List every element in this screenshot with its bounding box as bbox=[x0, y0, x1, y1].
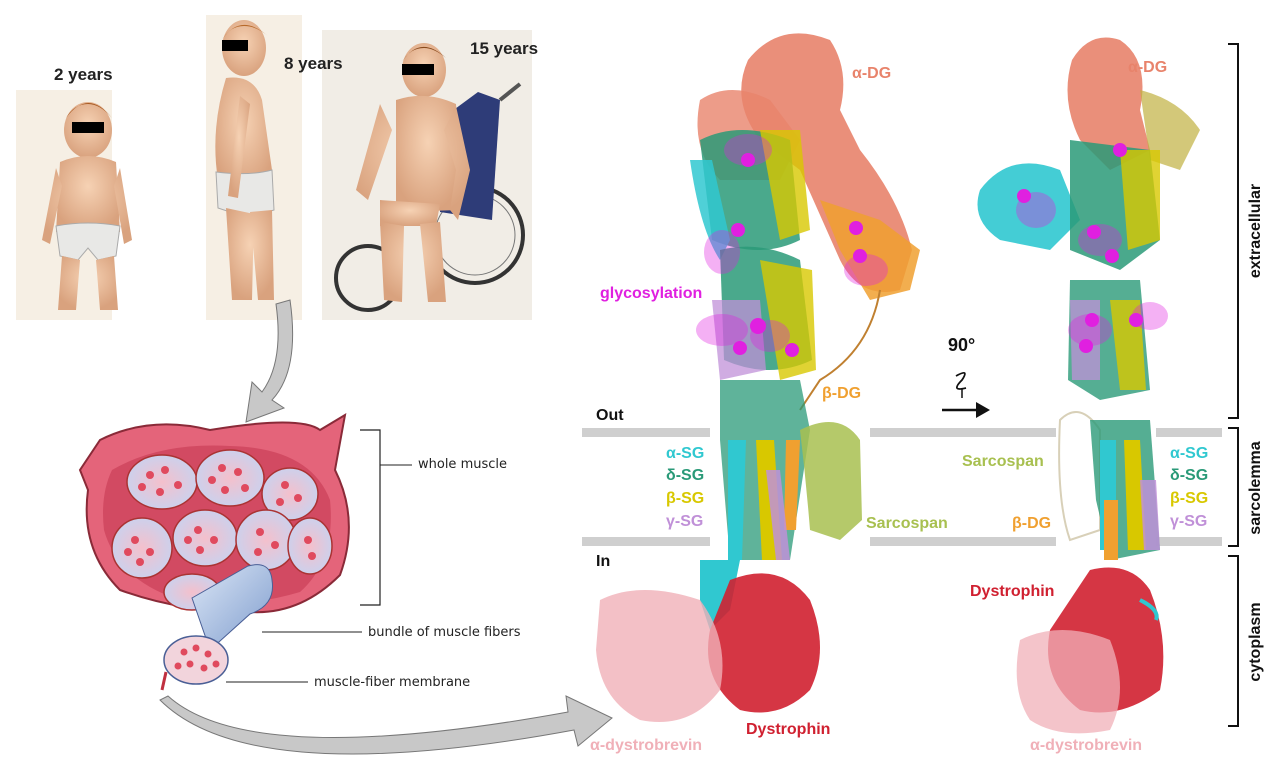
rotation-arrow-icon bbox=[942, 371, 990, 418]
age-15-label: 15 years bbox=[470, 39, 539, 58]
children-illustration bbox=[16, 15, 532, 320]
right-alpha-dg-label: α-DG bbox=[1128, 59, 1168, 76]
beta-dg-label: β-DG bbox=[822, 385, 862, 402]
right-gamma-sg-label: γ-SG bbox=[1170, 513, 1208, 530]
membrane-bars bbox=[582, 428, 1222, 546]
dystrophin-label: Dystrophin bbox=[746, 721, 831, 738]
right-delta-sg-label: δ-SG bbox=[1170, 467, 1209, 484]
rotation-angle-label: 90° bbox=[948, 335, 976, 355]
membrane-label: muscle-fiber membrane bbox=[314, 675, 471, 690]
delta-sg-label: δ-SG bbox=[666, 467, 705, 484]
in-label: In bbox=[596, 553, 611, 570]
child-2-years bbox=[42, 102, 132, 310]
alpha-dg-label: α-DG bbox=[852, 65, 892, 82]
right-beta-dg-label: β-DG bbox=[1012, 515, 1052, 532]
whole-muscle-label: whole muscle bbox=[418, 457, 508, 472]
child-15-years bbox=[334, 43, 525, 312]
sarcospan-label: Sarcospan bbox=[866, 515, 948, 532]
right-sarcospan-label: Sarcospan bbox=[962, 453, 1044, 470]
out-label: Out bbox=[596, 407, 624, 424]
right-alpha-sg-label: α-SG bbox=[1170, 445, 1209, 462]
region-brackets bbox=[1228, 43, 1239, 727]
dystrobrevin-label: α-dystrobrevin bbox=[590, 737, 703, 754]
child-8-years bbox=[215, 20, 275, 300]
eye-bar-icon bbox=[222, 40, 248, 51]
arrow-membrane-to-structure bbox=[159, 695, 613, 755]
glycosylation-label: glycosylation bbox=[600, 285, 703, 302]
eye-bar-icon bbox=[72, 122, 104, 133]
right-dystrophin-label: Dystrophin bbox=[970, 583, 1055, 600]
eye-bar-icon bbox=[402, 64, 434, 75]
structure-right bbox=[977, 37, 1200, 734]
cytoplasm-label: cytoplasm bbox=[1247, 602, 1264, 682]
muscle-illustration bbox=[78, 413, 412, 691]
bundle-label: bundle of muscle fibers bbox=[368, 625, 521, 640]
alpha-sg-label: α-SG bbox=[666, 445, 705, 462]
beta-sg-label: β-SG bbox=[666, 490, 705, 507]
arrow-children-to-muscle bbox=[245, 299, 294, 423]
age-2-label: 2 years bbox=[54, 65, 113, 84]
gamma-sg-label: γ-SG bbox=[666, 513, 704, 530]
right-beta-sg-label: β-SG bbox=[1170, 490, 1209, 507]
right-dystrobrevin-label: α-dystrobrevin bbox=[1030, 737, 1143, 754]
structure-left bbox=[596, 33, 920, 722]
age-8-label: 8 years bbox=[284, 54, 343, 73]
extracellular-label: extracellular bbox=[1247, 183, 1264, 279]
